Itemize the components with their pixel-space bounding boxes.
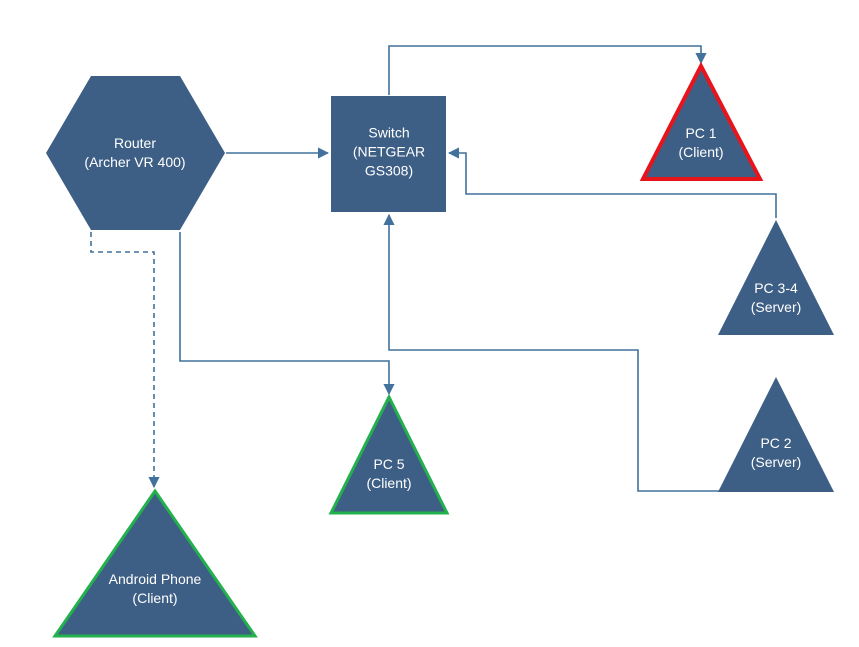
switch-name: Switch: [368, 124, 410, 141]
connector-switch-pc1: [388, 45, 707, 95]
connector-router-android-wireless: [90, 232, 160, 489]
pc5-name: PC 5: [373, 456, 405, 472]
connector-pc34-switch: [447, 147, 777, 218]
pc2-node[interactable]: [718, 377, 834, 492]
android-phone-node[interactable]: [52, 488, 258, 638]
pc1-name: PC 1: [685, 125, 717, 141]
switch-label: Switch (NETGEAR GS308): [353, 124, 425, 181]
connector-pc2-switch: [383, 213, 719, 492]
switch-model-line1: (NETGEAR: [352, 143, 426, 160]
pc2-name: PC 2: [760, 435, 792, 451]
pc1-label: PC 1 (Client): [678, 124, 723, 162]
router-label: Router (Archer VR 400): [84, 134, 185, 172]
android-phone-name: Android Phone: [108, 571, 202, 587]
pc34-node[interactable]: [718, 220, 834, 335]
router-name: Router: [113, 135, 157, 151]
pc1-role: (Client): [678, 144, 724, 160]
pc34-role: (Server): [750, 299, 802, 315]
router-node[interactable]: [46, 76, 225, 230]
pc34-name: PC 3-4: [754, 280, 798, 296]
connector-router-pc5: [179, 232, 395, 396]
switch-model-line2: GS308): [364, 162, 414, 179]
pc5-label: PC 5 (Client): [366, 455, 411, 493]
pc2-label: PC 2 (Server): [751, 434, 802, 472]
pc1-node[interactable]: [639, 61, 764, 181]
pc5-node[interactable]: [328, 393, 450, 515]
pc2-role: (Server): [750, 454, 802, 470]
pc34-label: PC 3-4 (Server): [751, 279, 802, 317]
android-phone-role: (Client): [132, 590, 178, 606]
pc5-role: (Client): [366, 475, 412, 491]
switch-node[interactable]: [331, 96, 446, 212]
router-model: (Archer VR 400): [84, 154, 186, 170]
android-phone-label: Android Phone (Client): [109, 570, 202, 608]
